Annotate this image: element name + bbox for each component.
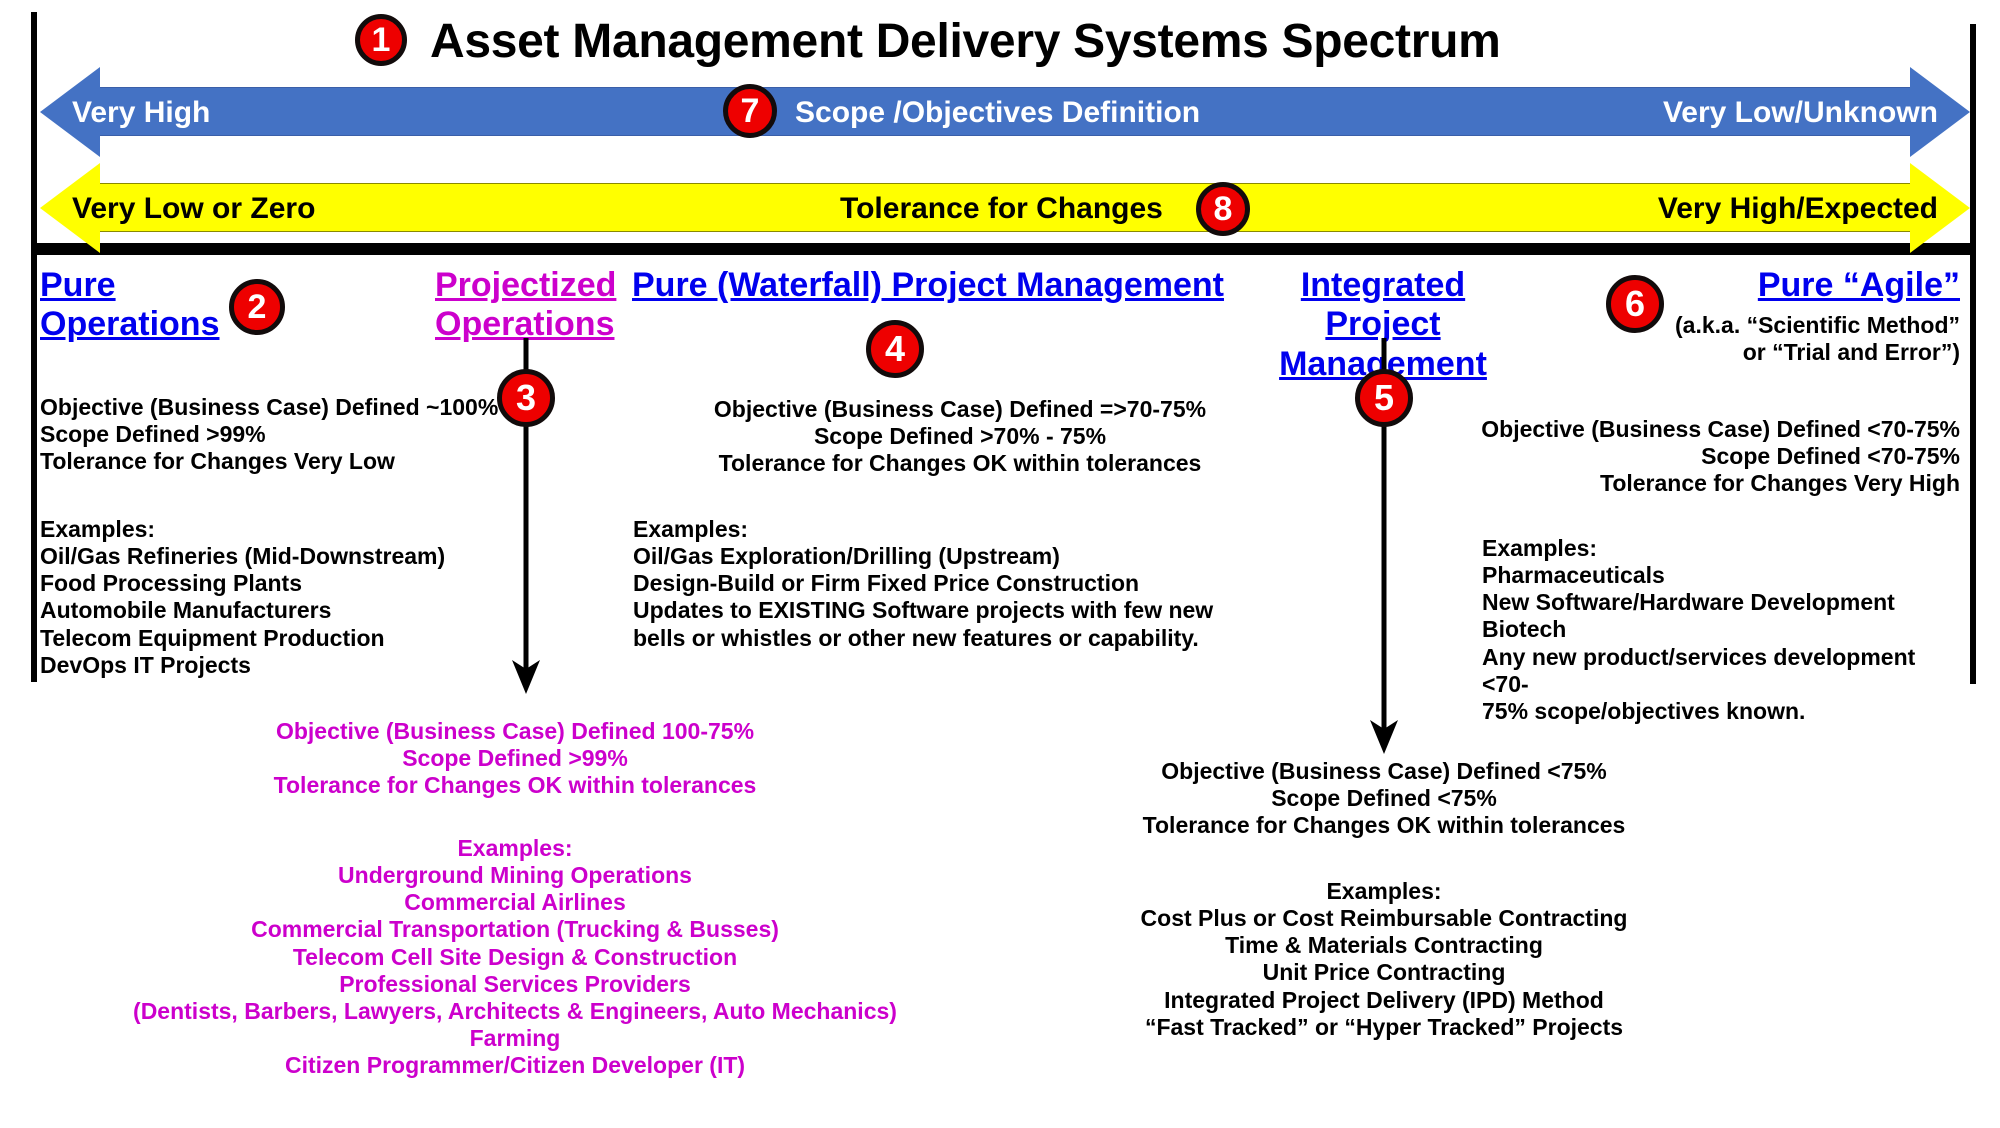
examples-label: Examples: — [1326, 878, 1442, 904]
example-item: Time & Materials Contracting — [1225, 932, 1543, 959]
example-item: bells or whistles or other new features … — [633, 624, 1199, 651]
page-title: Asset Management Delivery Systems Spectr… — [430, 15, 1501, 68]
scope-band-body — [98, 87, 1912, 136]
scope-band-right-label: Very Low/Unknown — [1662, 96, 1938, 129]
badge-4: 4 — [866, 320, 924, 378]
metric-line: Objective (Business Case) Defined <75% — [1161, 758, 1607, 784]
horizontal-divider-bar — [31, 243, 1976, 255]
example-item: (Dentists, Barbers, Lawyers, Architects … — [133, 997, 897, 1024]
badge-5: 5 — [1355, 369, 1413, 427]
scope-band-left-arrowhead — [40, 66, 100, 157]
metric-line: Tolerance for Changes Very Low — [40, 448, 395, 475]
metric-line: Tolerance for Changes OK within toleranc… — [1142, 812, 1626, 839]
column-heading-line2: Operations — [40, 305, 220, 344]
example-item: Any new product/services development <70… — [1482, 643, 1916, 697]
metrics-pure-agile: Objective (Business Case) Defined <70-75… — [1260, 416, 1960, 497]
scope-objectives-band — [40, 66, 1970, 157]
scope-band-right-arrowhead — [1910, 66, 1970, 157]
example-item: Citizen Programmer/Citizen Developer (IT… — [284, 1052, 746, 1078]
example-item: 75% scope/objectives known. — [1482, 697, 1806, 724]
example-item: Professional Services Providers — [339, 970, 691, 997]
example-item: Underground Mining Operations — [338, 862, 692, 889]
tolerance-band — [40, 162, 1970, 253]
badge-1: 1 — [355, 14, 407, 66]
tolerance-band-body — [98, 183, 1912, 232]
tolerance-band-right-label: Very High/Expected — [1657, 192, 1938, 225]
tolerance-band-right-arrowhead — [1910, 162, 1970, 253]
tolerance-band-center-label: Tolerance for Changes — [840, 192, 1163, 225]
example-item: Automobile Manufacturers — [40, 597, 332, 624]
examples-projectized-operations: Examples: Underground Mining Operations … — [120, 835, 910, 1079]
pure-agile-aka: (a.k.a. “Scientific Method” or “Trial an… — [1675, 312, 1960, 365]
column-heading-line1: Projectized — [435, 266, 617, 304]
metric-line: Tolerance for Changes OK within toleranc… — [718, 450, 1202, 477]
metric-line: Scope Defined >99% — [402, 745, 628, 772]
badge-2: 2 — [229, 279, 285, 335]
tolerance-band-left-arrowhead — [40, 162, 100, 253]
scope-band-center-label: Scope /Objectives Definition — [795, 96, 1201, 129]
example-item: Telecom Equipment Production — [40, 624, 385, 651]
example-item: Commercial Airlines — [404, 889, 626, 916]
metric-line: Objective (Business Case) Defined <70-75… — [1481, 416, 1960, 442]
metric-line: Scope Defined <70-75% — [1701, 443, 1960, 470]
column-heading-pure-agile[interactable]: Pure “Agile” — [1758, 266, 1960, 305]
examples-pure-waterfall: Examples: Oil/Gas Exploration/Drilling (… — [633, 516, 1313, 652]
example-item: Biotech — [1482, 616, 1567, 643]
column-heading-line1: Integrated Project — [1300, 266, 1466, 344]
example-item: Farming — [469, 1024, 561, 1051]
column-heading-line1: Pure — [40, 266, 116, 304]
badge-6: 6 — [1606, 275, 1664, 333]
column-heading-projectized-operations[interactable]: Projectized Operations — [435, 266, 617, 345]
examples-label: Examples: — [633, 516, 749, 542]
metric-line: Objective (Business Case) Defined 100-75… — [275, 718, 755, 744]
metric-line: Scope Defined >99% — [40, 421, 266, 448]
example-item: Unit Price Contracting — [1262, 959, 1506, 986]
examples-integrated-project-management: Examples: Cost Plus or Cost Reimbursable… — [1044, 878, 1724, 1041]
metric-line: Objective (Business Case) Defined ~100% — [40, 394, 499, 420]
example-item: Oil/Gas Exploration/Drilling (Upstream) — [633, 543, 1060, 570]
examples-label: Examples: — [457, 835, 573, 861]
metric-line: Objective (Business Case) Defined =>70-7… — [713, 396, 1207, 422]
example-item: Telecom Cell Site Design & Construction — [292, 943, 738, 970]
right-frame-rule — [1970, 24, 1976, 684]
metrics-projectized-operations: Objective (Business Case) Defined 100-75… — [145, 718, 885, 799]
examples-label: Examples: — [1482, 535, 1598, 561]
metric-line: Scope Defined <75% — [1271, 785, 1497, 812]
column-heading-line1: Pure “Agile” — [1757, 266, 1960, 304]
example-item: DevOps IT Projects — [40, 651, 251, 678]
badge-7: 7 — [723, 84, 777, 138]
column-heading-line1: Pure (Waterfall) Project Management — [632, 266, 1224, 304]
metrics-pure-operations: Objective (Business Case) Defined ~100% … — [40, 394, 498, 475]
example-item: Food Processing Plants — [40, 570, 302, 597]
column-heading-line2: Operations — [435, 305, 615, 344]
badge-3: 3 — [497, 369, 555, 427]
example-item: Oil/Gas Refineries (Mid-Downstream) — [40, 543, 446, 570]
example-item: Pharmaceuticals — [1482, 562, 1665, 589]
metric-line: Scope Defined >70% - 75% — [813, 423, 1107, 450]
metric-line: Tolerance for Changes Very High — [1599, 470, 1960, 497]
tolerance-band-left-label: Very Low or Zero — [72, 192, 316, 225]
example-item: Design-Build or Firm Fixed Price Constru… — [633, 570, 1140, 597]
examples-pure-agile: Examples: Pharmaceuticals New Software/H… — [1482, 535, 1962, 725]
example-item: Integrated Project Delivery (IPD) Method — [1164, 986, 1604, 1013]
column-heading-pure-waterfall[interactable]: Pure (Waterfall) Project Management — [632, 266, 1224, 305]
example-item: Updates to EXISTING Software projects wi… — [633, 597, 1214, 624]
left-frame-rule — [31, 12, 37, 682]
metrics-integrated-project-management: Objective (Business Case) Defined <75% S… — [1044, 758, 1724, 839]
column-heading-pure-operations[interactable]: Pure Operations — [40, 266, 219, 345]
scope-band-left-label: Very High — [72, 96, 211, 129]
example-item: New Software/Hardware Development — [1482, 589, 1895, 616]
example-item: “Fast Tracked” or “Hyper Tracked” Projec… — [1144, 1013, 1624, 1040]
example-item: Cost Plus or Cost Reimbursable Contracti… — [1140, 905, 1628, 932]
examples-label: Examples: — [40, 516, 156, 542]
example-item: Commercial Transportation (Trucking & Bu… — [251, 916, 779, 943]
examples-pure-operations: Examples: Oil/Gas Refineries (Mid-Downst… — [40, 516, 445, 679]
badge-8: 8 — [1196, 182, 1250, 236]
aka-line2: or “Trial and Error”) — [1742, 338, 1960, 365]
aka-line1: (a.k.a. “Scientific Method” — [1675, 312, 1960, 338]
metric-line: Tolerance for Changes OK within toleranc… — [273, 772, 757, 799]
metrics-pure-waterfall: Objective (Business Case) Defined =>70-7… — [620, 396, 1300, 477]
